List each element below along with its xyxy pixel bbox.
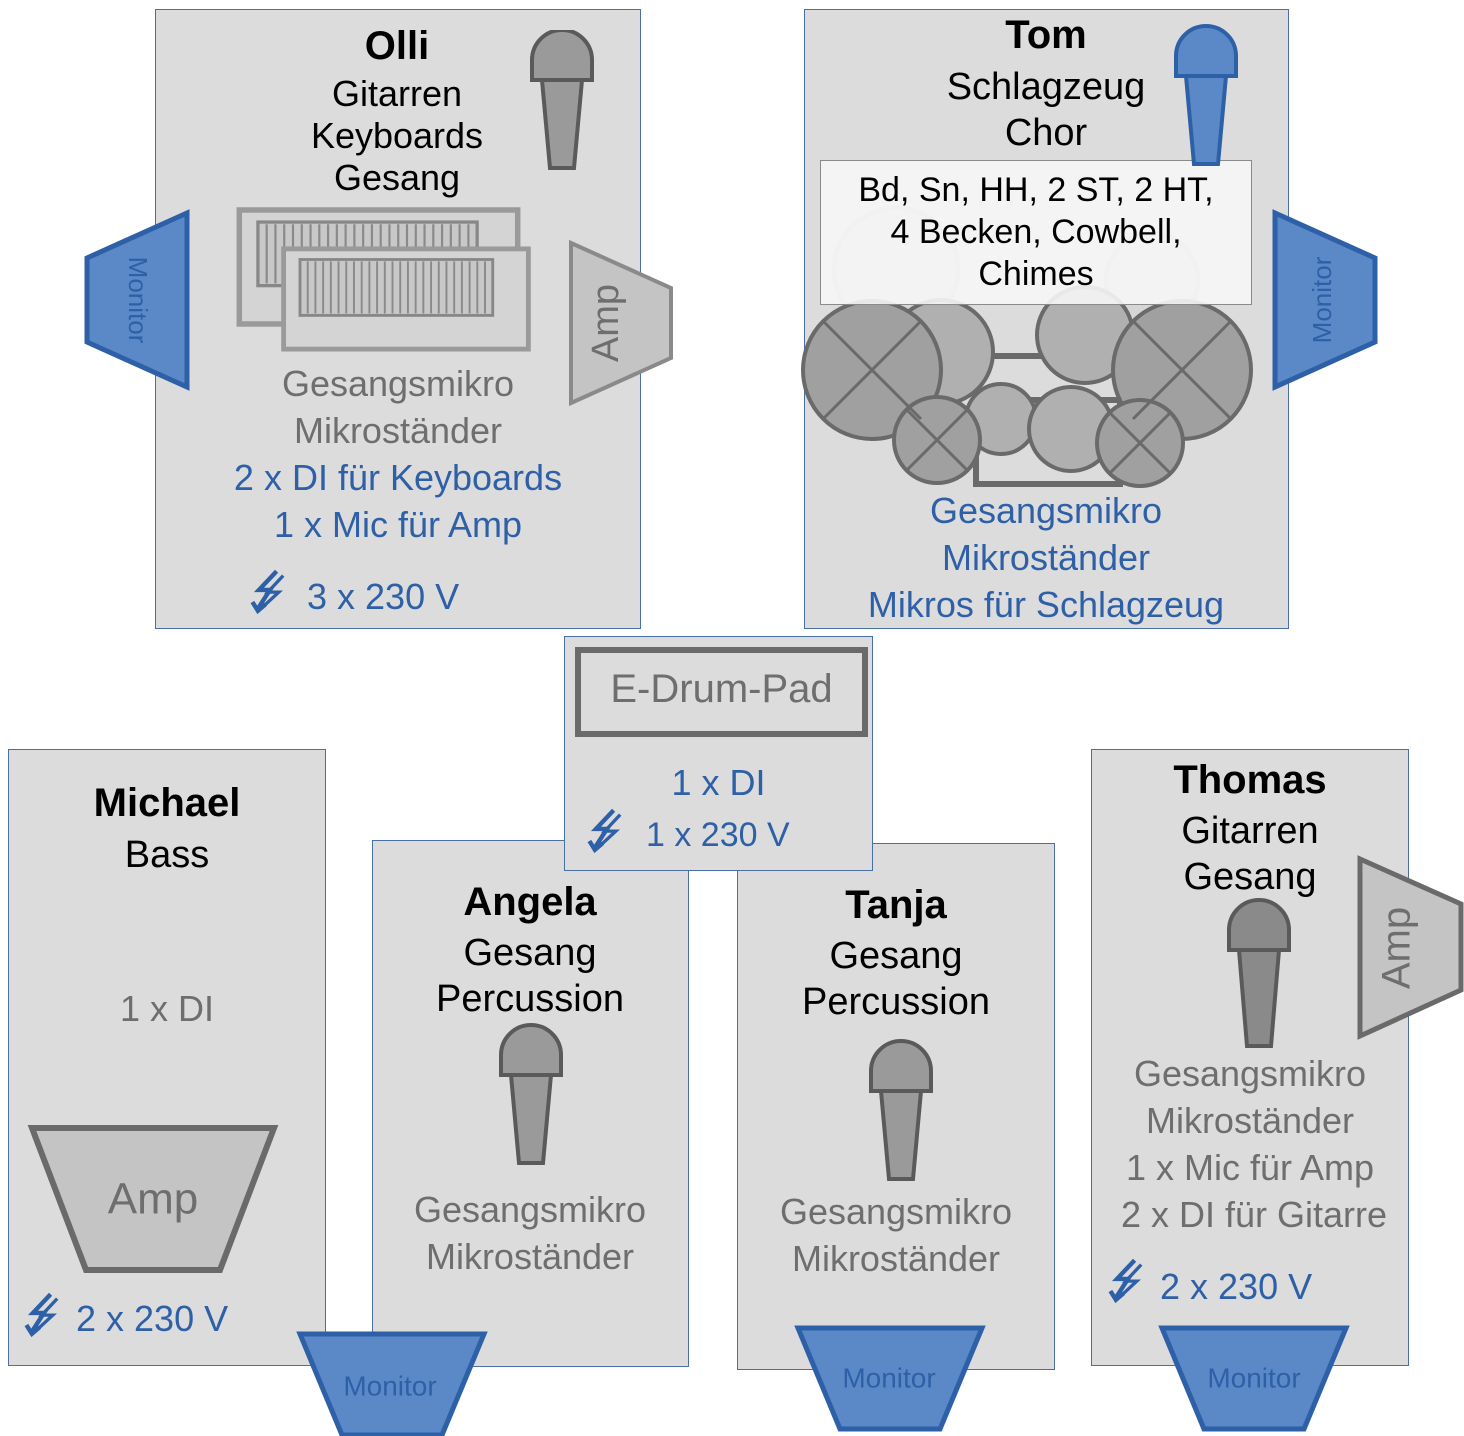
microphone-icon	[867, 1038, 935, 1184]
olli-power: 3 x 230 V	[307, 576, 460, 617]
thomas-equipment: Gesangsmikro	[1133, 1053, 1367, 1094]
thomas-name: Thomas	[1173, 758, 1327, 802]
edrum-pad-label: E-Drum-Pad	[610, 667, 833, 711]
tom-name: Tom	[1005, 13, 1087, 57]
power-icon	[585, 802, 629, 858]
power-icon	[22, 1288, 66, 1340]
power-icon	[1106, 1254, 1150, 1306]
angela-role: Percussion	[436, 978, 624, 1020]
power-icon	[248, 568, 292, 614]
drum-kit-item: Chimes	[978, 255, 1094, 293]
michael-power: 2 x 230 V	[76, 1298, 229, 1339]
tom-role: Schlagzeug	[946, 66, 1146, 108]
michael-di: 1 x DI	[119, 988, 215, 1029]
keyboard-icon	[277, 246, 535, 352]
angela-role: Gesang	[463, 932, 597, 974]
edrum-power: 1 x 230 V	[646, 816, 790, 854]
olli-equipment: 1 x Mic für Amp	[273, 504, 523, 545]
angela-equipment: Gesangsmikro	[413, 1189, 647, 1230]
amp-label: Amp	[1375, 907, 1419, 989]
monitor-label: Monitor	[343, 1370, 436, 1401]
tanja-name: Tanja	[845, 883, 947, 927]
microphone-icon	[1227, 898, 1291, 1048]
tanja-equipment: Gesangsmikro	[779, 1191, 1013, 1232]
olli-equipment: 2 x DI für Keyboards	[233, 457, 563, 498]
tom-role: Chor	[1004, 112, 1088, 154]
tom-equipment: Mikroständer	[941, 537, 1151, 578]
tanja-role: Gesang	[829, 935, 963, 977]
tom-equipment: Mikros für Schlagzeug	[867, 584, 1225, 625]
thomas-panel	[1091, 749, 1409, 1366]
thomas-equipment: Mikroständer	[1145, 1100, 1355, 1141]
thomas-power: 2 x 230 V	[1160, 1266, 1313, 1307]
amp-label: Amp	[108, 1175, 198, 1224]
microphone-icon	[497, 1022, 565, 1168]
angela-equipment: Mikroständer	[425, 1236, 635, 1277]
monitor-label: Monitor	[1307, 256, 1337, 343]
microphone-icon	[530, 30, 594, 170]
amp-icon: Amp	[1357, 855, 1464, 1040]
thomas-equipment: 2 x DI für Gitarre	[1120, 1194, 1388, 1235]
drum-kit-item: Bd, Sn, HH, 2 ST, 2 HT,	[858, 171, 1214, 209]
olli-role: Keyboards	[310, 115, 484, 156]
olli-equipment: Gesangsmikro	[281, 363, 515, 404]
olli-role: Gitarren	[331, 73, 463, 114]
monitor-label: Monitor	[842, 1362, 935, 1393]
amp-icon: Amp	[27, 1125, 279, 1273]
monitor-label: Monitor	[1207, 1362, 1300, 1393]
olli-name: Olli	[364, 24, 430, 68]
tom-equipment: Gesangsmikro	[929, 490, 1163, 531]
amp-label: Amp	[585, 284, 627, 362]
edrum-pad-box	[575, 647, 868, 737]
olli-equipment: Mikroständer	[293, 410, 503, 451]
monitor-label: Monitor	[123, 257, 153, 344]
olli-role: Gesang	[333, 157, 461, 198]
drum-kit-list-box	[820, 160, 1252, 305]
michael-name: Michael	[93, 781, 241, 825]
thomas-role: Gesang	[1183, 856, 1317, 898]
monitor-icon: Monitor	[296, 1331, 488, 1436]
drum-kit-item: 4 Becken, Cowbell,	[890, 213, 1182, 251]
angela-name: Angela	[463, 880, 597, 924]
monitor-icon: Monitor	[1158, 1325, 1350, 1432]
edrum-di: 1 x DI	[671, 762, 766, 803]
amp-icon: Amp	[569, 239, 673, 407]
michael-role: Bass	[124, 834, 210, 876]
monitor-icon: Monitor	[794, 1325, 986, 1432]
monitor-icon: Monitor	[84, 209, 190, 391]
microphone-icon	[1174, 24, 1238, 166]
monitor-icon: Monitor	[1272, 209, 1378, 391]
tanja-role: Percussion	[802, 981, 990, 1023]
thomas-equipment: 1 x Mic für Amp	[1125, 1147, 1375, 1188]
thomas-role: Gitarren	[1181, 810, 1319, 852]
tanja-equipment: Mikroständer	[791, 1238, 1001, 1279]
